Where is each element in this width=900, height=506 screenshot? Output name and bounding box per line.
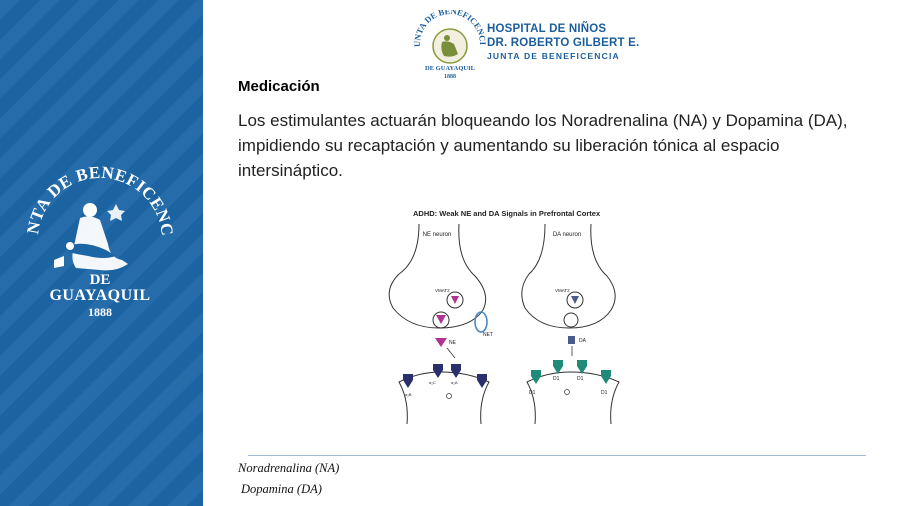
hospital-logo: JUNTA DE BENEFICENCIA DE GUAYAQUIL 1888	[414, 10, 488, 80]
receptor-d1-d-icon	[601, 370, 611, 384]
net-label: NET	[483, 332, 493, 338]
svg-text:1888: 1888	[88, 305, 112, 319]
ne-neurotransmitter-icon	[435, 338, 447, 347]
receptor-d1-b-icon	[553, 360, 563, 374]
receptor-label-d1-d: D1	[601, 390, 608, 396]
ne-neuron-label: NE neuron	[423, 232, 452, 238]
vmat-right-label: VMAT2	[555, 288, 570, 293]
pieta-small-icon	[441, 35, 458, 57]
synapse-diagram-figure: ADHD: Weak NE and DA Signals in Prefront…	[379, 204, 635, 432]
footnote-dopamina: Dopamina (DA)	[241, 482, 322, 496]
hospital-name-line2: DR. ROBERTO GILBERT E.	[487, 37, 640, 49]
footer-divider	[248, 455, 866, 456]
receptor-a2b-icon	[403, 374, 413, 388]
receptor-label-d1-c: D1	[577, 376, 584, 382]
ne-arrow	[446, 347, 456, 359]
da-neurotransmitter-icon	[568, 336, 575, 344]
ne-release-marker	[436, 315, 446, 324]
sidebar-panel: JUNTA DE BENEFICENCIA DE GUAYAQUIL 1888	[0, 0, 203, 506]
figure-title: ADHD: Weak NE and DA Signals in Prefront…	[413, 209, 601, 218]
svg-text:DE GUAYAQUIL: DE GUAYAQUIL	[425, 65, 476, 72]
hospital-name-block: HOSPITAL DE NIÑOS DR. ROBERTO GILBERT E.…	[487, 22, 639, 63]
receptor-label-a2c: α₂C	[429, 380, 436, 385]
ne-vesicle-content	[451, 296, 459, 304]
da-neuron-label: DA neuron	[553, 232, 581, 238]
receptor-label-d1-b: D1	[553, 376, 560, 382]
receptor-label-d1-a: D1	[529, 390, 536, 396]
svg-text:DE: DE	[90, 272, 111, 288]
vmat-left-label: VMAT2	[435, 288, 450, 293]
ne-label: NE	[449, 340, 457, 346]
ne-release-vesicle	[432, 311, 450, 329]
receptor-d1-a-icon	[531, 370, 541, 384]
hospital-name-line1: HOSPITAL DE NIÑOS	[487, 23, 607, 35]
da-second-messenger	[564, 389, 570, 395]
receptor-d1-c-icon	[577, 360, 587, 374]
da-postsynaptic-membrane	[526, 371, 620, 425]
receptor-a2c-icon	[433, 364, 443, 378]
svg-text:GUAYAQUIL: GUAYAQUIL	[49, 287, 150, 304]
ne-second-messenger	[446, 393, 452, 399]
receptor-label-a2a: α₂A	[451, 380, 458, 385]
pieta-figure-icon	[54, 203, 128, 271]
da-vesicle	[566, 291, 584, 309]
receptor-a2a-icon	[451, 364, 461, 378]
svg-text:1888: 1888	[444, 74, 456, 80]
junta-beneficencia-seal-logo: JUNTA DE BENEFICENCIA DE GUAYAQUIL 1888	[24, 148, 176, 319]
hospital-name-line3: JUNTA DE BENEFICENCIA	[487, 51, 620, 61]
da-neuron-outline	[521, 223, 616, 329]
receptor-left-edge-icon	[477, 374, 487, 388]
net-transporter-icon	[474, 311, 488, 333]
da-label: DA	[579, 338, 587, 344]
slide-title: Medicación	[238, 78, 320, 95]
ne-vesicle	[446, 291, 464, 309]
footnote-noradrenalina: Noradrenalina (NA)	[238, 461, 340, 475]
da-release-vesicle	[563, 312, 579, 328]
da-vesicle-content	[571, 296, 579, 304]
receptor-label-a2b: α₂B	[405, 392, 412, 397]
slide-body-text: Los estimulantes actuarán bloqueando los…	[238, 111, 848, 180]
